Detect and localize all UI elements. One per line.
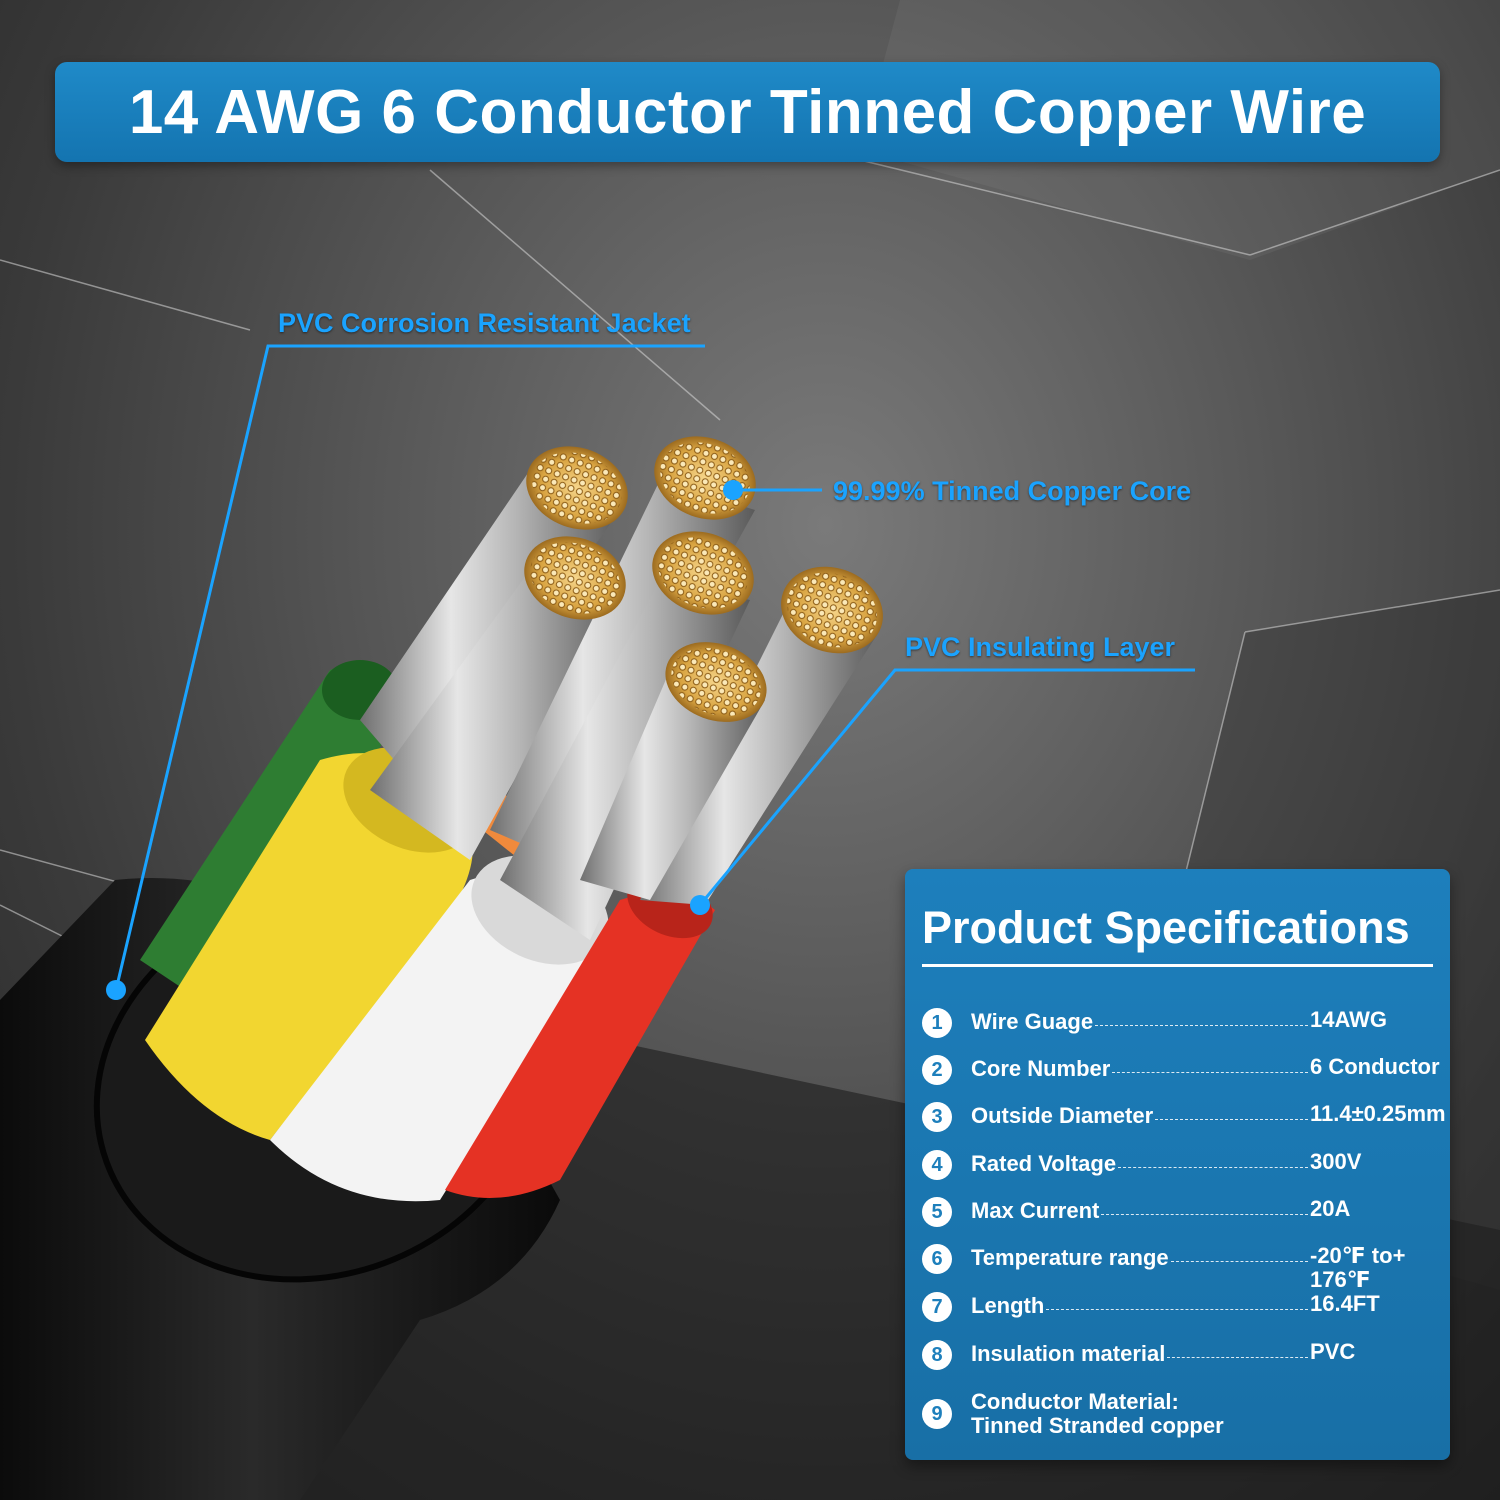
- spec-panel: Product Specifications 1 Wire Guage 14AW…: [905, 869, 1450, 1460]
- spec-label: Rated Voltage: [971, 1151, 1117, 1176]
- number-badge-icon: 4: [922, 1150, 952, 1180]
- spec-row-conductor-material: 9 Conductor Material: Tinned Stranded co…: [922, 1390, 1450, 1440]
- dotted-leader: [1101, 1197, 1308, 1215]
- spec-value: 6 Conductor: [1310, 1054, 1440, 1079]
- spec-row-core-number: 2 Core Number 6 Conductor: [922, 1055, 1450, 1095]
- spec-value: Tinned Stranded copper: [971, 1413, 1224, 1438]
- spec-heading: Product Specifications: [922, 902, 1410, 953]
- spec-value: 14AWG: [1310, 1007, 1388, 1032]
- dotted-leader: [1118, 1150, 1308, 1168]
- dotted-leader: [1155, 1102, 1308, 1120]
- dotted-leader: [1170, 1244, 1308, 1262]
- number-badge-icon: 2: [922, 1055, 952, 1085]
- spec-label: Wire Guage: [971, 1009, 1094, 1034]
- callout-dots: [106, 480, 743, 1000]
- spec-row-rated-voltage: 4 Rated Voltage 300V: [922, 1150, 1450, 1190]
- callout-leaders: [114, 344, 1195, 991]
- callout-jacket-label: PVC Corrosion Resistant Jacket: [278, 308, 691, 338]
- dotted-leader: [1112, 1055, 1308, 1073]
- spec-stacked-text: Conductor Material: Tinned Stranded copp…: [952, 1390, 1224, 1438]
- spec-row-temperature-range: 6 Temperature range -20℉ to+ 176℉: [922, 1244, 1450, 1300]
- spec-value: 300V: [1310, 1149, 1362, 1174]
- spec-value: 11.4±0.25mm: [1310, 1101, 1446, 1126]
- spec-value: -20℉ to+ 176℉: [1310, 1243, 1406, 1292]
- number-badge-icon: 7: [922, 1292, 952, 1322]
- spec-label: Outside Diameter: [971, 1103, 1154, 1128]
- number-badge-icon: 6: [922, 1244, 952, 1274]
- spec-label: Insulation material: [971, 1341, 1166, 1366]
- number-badge-icon: 1: [922, 1008, 952, 1038]
- callout-core-label: 99.99% Tinned Copper Core: [833, 476, 1192, 506]
- dotted-leader: [1046, 1292, 1308, 1310]
- number-badge-icon: 8: [922, 1340, 952, 1370]
- spec-label: Length: [971, 1293, 1045, 1318]
- spec-label: Temperature range: [971, 1245, 1169, 1270]
- spec-value: PVC: [1310, 1339, 1356, 1364]
- spec-row-length: 7 Length 16.4FT: [922, 1292, 1450, 1332]
- number-badge-icon: 9: [922, 1399, 952, 1429]
- spec-divider: [922, 964, 1433, 967]
- dotted-leader: [1095, 1008, 1308, 1026]
- spec-value: 16.4FT: [1310, 1291, 1380, 1316]
- copper-strands: [360, 436, 883, 940]
- number-badge-icon: 5: [922, 1197, 952, 1227]
- spec-row-max-current: 5 Max Current 20A: [922, 1197, 1450, 1237]
- spec-value: 20A: [1310, 1196, 1351, 1221]
- number-badge-icon: 3: [922, 1102, 952, 1132]
- title-banner: 14 AWG 6 Conductor Tinned Copper Wire: [55, 62, 1440, 162]
- spec-row-wire-gauge: 1 Wire Guage 14AWG: [922, 1008, 1450, 1048]
- spec-row-insulation-material: 8 Insulation material PVC: [922, 1340, 1450, 1380]
- dotted-leader: [1167, 1340, 1308, 1358]
- spec-label: Core Number: [971, 1056, 1111, 1081]
- callout-insulation-label: PVC Insulating Layer: [905, 632, 1176, 662]
- spec-label: Max Current: [971, 1198, 1100, 1223]
- page-title: 14 AWG 6 Conductor Tinned Copper Wire: [128, 77, 1367, 147]
- spec-label: Conductor Material:: [971, 1389, 1179, 1414]
- spec-row-outside-diameter: 3 Outside Diameter 11.4±0.25mm: [922, 1102, 1450, 1142]
